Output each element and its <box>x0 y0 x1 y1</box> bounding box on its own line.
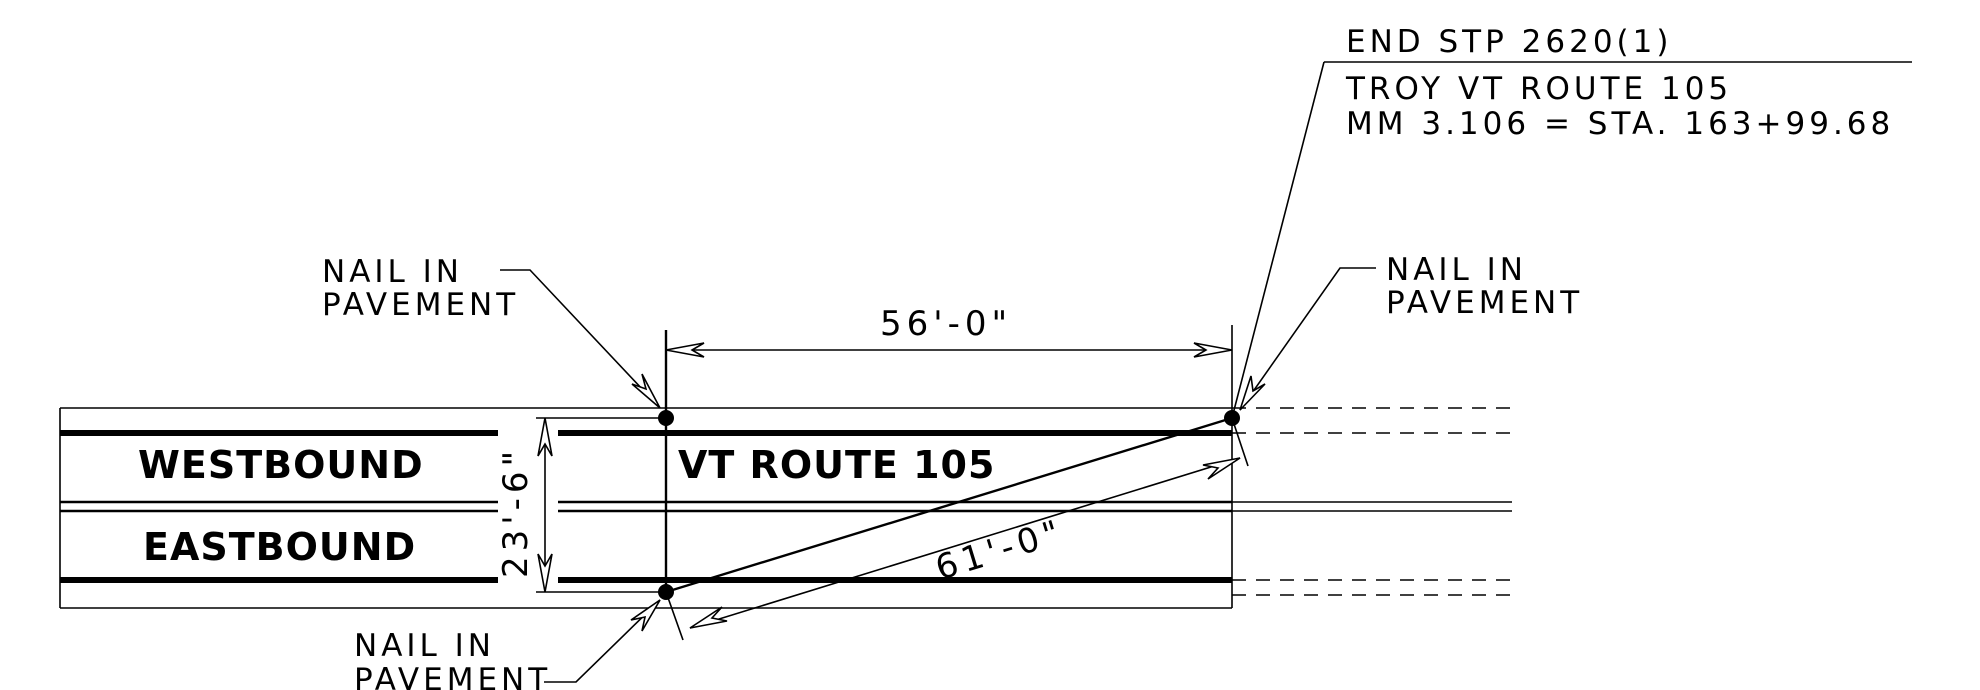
nail-bottom-left <box>658 584 674 600</box>
end-callout-title: END STP 2620(1) <box>1346 24 1672 60</box>
end-callout-line2: MM 3.106 = STA. 163+99.68 <box>1346 106 1894 142</box>
route-label: VT ROUTE 105 <box>678 443 995 487</box>
end-callout <box>1231 61 1912 419</box>
horizontal-dimension: 56'-0" <box>665 304 1233 408</box>
nail-label-top-right-line1: NAIL IN <box>1386 252 1527 288</box>
existing-road-extension <box>1232 407 1512 596</box>
leader-bottom-left <box>544 599 661 683</box>
vertical-dimension: 23'-6" <box>496 417 666 593</box>
nail-label-top-left-line1: NAIL IN <box>322 254 463 290</box>
eastbound-label: EASTBOUND <box>143 525 416 569</box>
nail-top-left <box>658 410 674 426</box>
nail-label-bottom-left-line1: NAIL IN <box>354 628 495 664</box>
vertical-dimension-text: 23'-6" <box>496 446 536 578</box>
westbound-label: WESTBOUND <box>138 443 424 487</box>
horizontal-dimension-text: 56'-0" <box>880 304 1012 344</box>
leader-top-left <box>500 269 661 409</box>
nail-label-bottom-left-line2: PAVEMENT <box>354 662 551 690</box>
end-callout-line1: TROY VT ROUTE 105 <box>1345 71 1732 107</box>
diagonal-baseline <box>665 416 1233 594</box>
lane-markings <box>60 430 1232 583</box>
nail-label-top-left-line2: PAVEMENT <box>322 287 519 323</box>
leader-top-right <box>1239 267 1376 411</box>
nail-label-top-right-line2: PAVEMENT <box>1386 285 1583 321</box>
road-outline <box>59 407 1233 609</box>
